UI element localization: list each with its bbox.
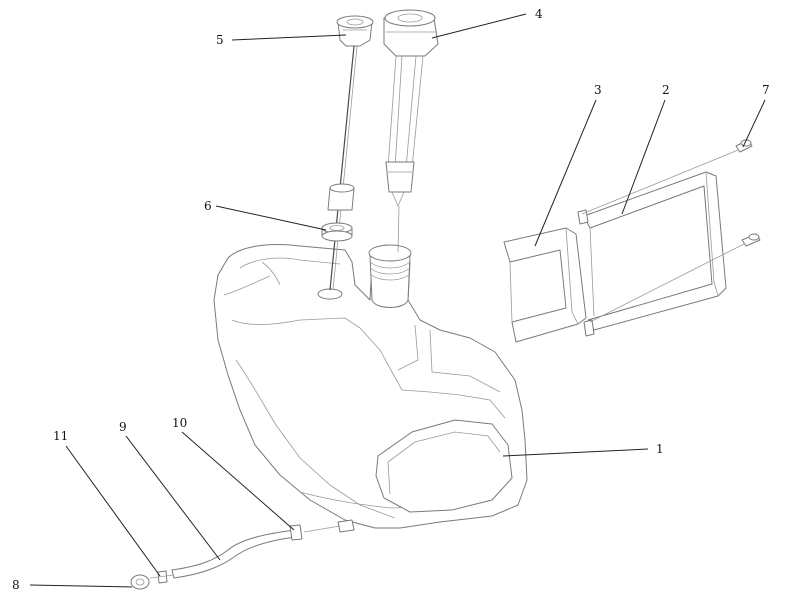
fuel-cap-strainer: [383, 9, 439, 253]
callout-10: 10: [172, 416, 187, 430]
leader-7: [742, 99, 766, 148]
filler-neck-thread: [368, 244, 412, 262]
leader-6: [215, 205, 327, 231]
callout-2: 2: [662, 83, 670, 97]
leader-11: [65, 445, 161, 577]
callout-6: 6: [204, 199, 212, 213]
spacer-tube: [327, 183, 355, 211]
callout-1: 1: [656, 442, 664, 456]
leader-8: [29, 584, 133, 588]
leader-10: [181, 431, 295, 531]
hose-clamp-lower: [157, 570, 168, 584]
hose-clamp-upper: [289, 524, 303, 541]
callout-8: 8: [12, 578, 20, 592]
fuel-line-assembly: [130, 524, 341, 590]
leader-lines: [29, 13, 766, 588]
callout-numbers: 1 2 3 4 5 6 7 8 9 10 11: [12, 7, 770, 592]
leader-5: [231, 34, 347, 41]
breather-cap: [329, 15, 374, 291]
callout-7: 7: [762, 83, 770, 97]
fuel-tank: [213, 244, 528, 533]
tank-bracket: [503, 227, 587, 343]
leader-2: [621, 99, 666, 215]
fuel-filter: [130, 574, 150, 590]
screws: [581, 139, 761, 323]
grommet: [321, 222, 353, 242]
leader-4: [431, 13, 527, 39]
leader-9: [125, 435, 221, 561]
callout-9: 9: [119, 420, 127, 434]
callout-11: 11: [53, 429, 68, 443]
tank-vent-hole: [317, 288, 343, 300]
callout-5: 5: [216, 33, 224, 47]
callout-3: 3: [594, 83, 602, 97]
mounting-strap: [577, 171, 727, 337]
leader-3: [534, 99, 597, 247]
leader-1: [502, 448, 649, 457]
callout-4: 4: [535, 7, 543, 21]
